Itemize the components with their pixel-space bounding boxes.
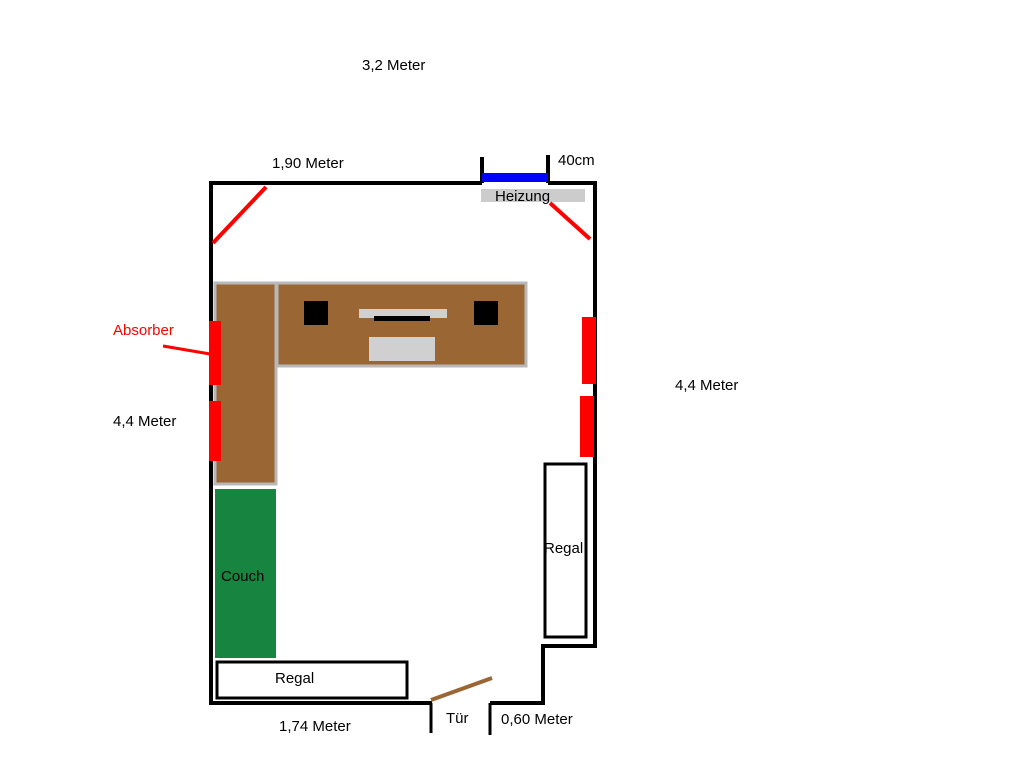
- bottom-segment-label: 1,74 Meter: [279, 718, 351, 735]
- absorber-pointer: [162, 344, 211, 356]
- speaker-left: [304, 301, 328, 325]
- top-segment-label: 1,90 Meter: [272, 155, 344, 172]
- heater-width-label: 40cm: [558, 152, 595, 169]
- total-width-label: 3,2 Meter: [362, 57, 426, 74]
- speaker-right: [474, 301, 498, 325]
- shelf-bottom: [215, 660, 409, 700]
- corner-absorber-left: [211, 185, 268, 245]
- left-length-label: 4,4 Meter: [113, 413, 177, 430]
- absorber-label: Absorber: [113, 322, 174, 339]
- heater: [482, 173, 548, 182]
- absorber-left-2: [209, 401, 221, 461]
- shelf-right: [543, 462, 588, 639]
- door-width-label: 0,60 Meter: [501, 711, 573, 728]
- monitor: [374, 316, 430, 321]
- absorber-right-1: [582, 317, 596, 384]
- desk-side: [213, 281, 278, 486]
- absorber-left-1: [209, 321, 221, 385]
- absorber-right-2: [580, 396, 594, 457]
- room-wall-right: [490, 181, 597, 705]
- monitor-stand: [359, 309, 447, 318]
- couch-label: Couch: [221, 568, 265, 585]
- right-length-label: 4,4 Meter: [675, 377, 739, 394]
- corner-absorber-right: [548, 201, 592, 241]
- heater-label-bg: [481, 189, 585, 202]
- keyboard: [369, 337, 435, 361]
- shelf-bottom-label: Regal: [275, 670, 315, 687]
- heater-label: Heizung: [495, 188, 551, 205]
- door-leaf: [430, 676, 493, 702]
- door-label: Tür: [446, 710, 469, 727]
- couch: [215, 489, 276, 658]
- shelf-right-label: Regal: [544, 540, 584, 557]
